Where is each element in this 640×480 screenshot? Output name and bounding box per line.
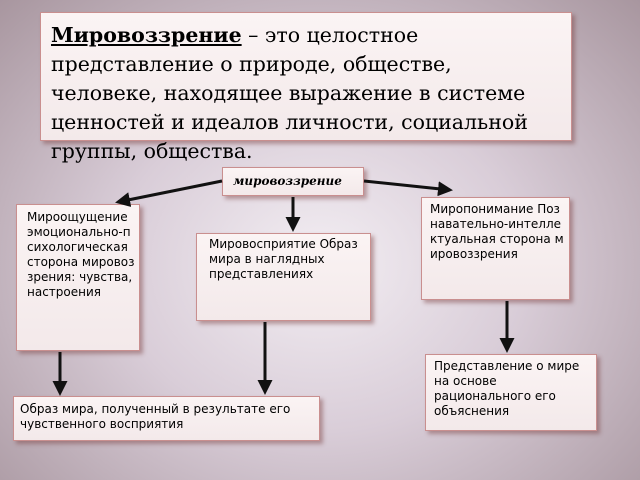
center-node-mirovozzrenie: мировоззрение [222, 167, 364, 196]
node-rational-representation-text: Представление о мире на основе рациональ… [434, 359, 580, 418]
node-miroponimanie: Миропонимание Познавательно-интеллектуал… [421, 197, 570, 300]
node-mirooshchushchenie: Мироощущение эмоционально-психологическа… [16, 204, 140, 351]
arrow-to-right [363, 179, 453, 197]
node-sensory-image-text: Образ мира, полученный в результате его … [20, 402, 291, 431]
node-sensory-image: Образ мира, полученный в результате его … [13, 396, 320, 441]
definition-box: Мировоззрение – это целостное представле… [40, 12, 572, 163]
term-mirovozzrenie: Мировоззрение [51, 23, 242, 47]
node-mirovospriyatie-text: Мировосприятие Образ мира в наглядных пр… [209, 237, 358, 281]
center-node-label: мировоззрение [233, 174, 342, 188]
arrow-to-left [115, 179, 223, 207]
definition-text: – это целостное представление о природе,… [51, 23, 528, 163]
node-mirovospriyatie: Мировосприятие Образ мира в наглядных пр… [196, 233, 371, 321]
node-miroponimanie-text: Миропонимание Познавательно-интеллектуал… [430, 202, 564, 261]
node-rational-representation: Представление о мире на основе рациональ… [425, 354, 597, 431]
node-mirooshchushchenie-text: Мироощущение эмоционально-психологическа… [27, 210, 135, 299]
